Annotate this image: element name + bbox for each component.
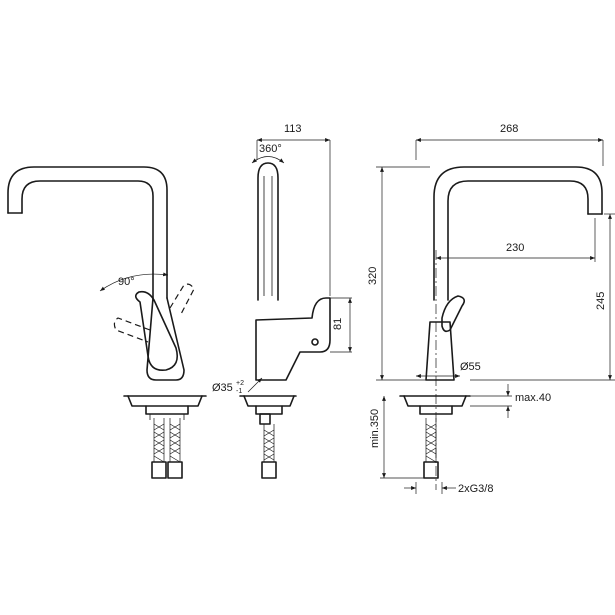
side-width-label: 113 <box>284 123 302 135</box>
spout-height-label: 245 <box>595 292 607 310</box>
rotation-label: 360° <box>259 143 282 155</box>
mount-hole-label: Ø35 <box>212 382 233 394</box>
hose-length-label: min.350 <box>369 409 381 448</box>
mount-tol-minus-label: -1 <box>236 388 242 395</box>
mount-tol-plus-label: +2 <box>236 380 244 387</box>
lever-angle-label: 90° <box>118 276 135 288</box>
connection-label: 2xG3/8 <box>458 483 493 495</box>
base-diameter-label: Ø55 <box>460 361 481 373</box>
dimensioned-view <box>376 138 615 494</box>
lever-height-label: 81 <box>332 318 344 330</box>
max-deck-label: max.40 <box>515 392 551 404</box>
front-view <box>7 166 207 479</box>
overall-width-label: 268 <box>500 123 518 135</box>
overall-height-label: 320 <box>367 267 379 285</box>
side-view <box>239 138 352 479</box>
spout-reach-label: 230 <box>506 242 524 254</box>
